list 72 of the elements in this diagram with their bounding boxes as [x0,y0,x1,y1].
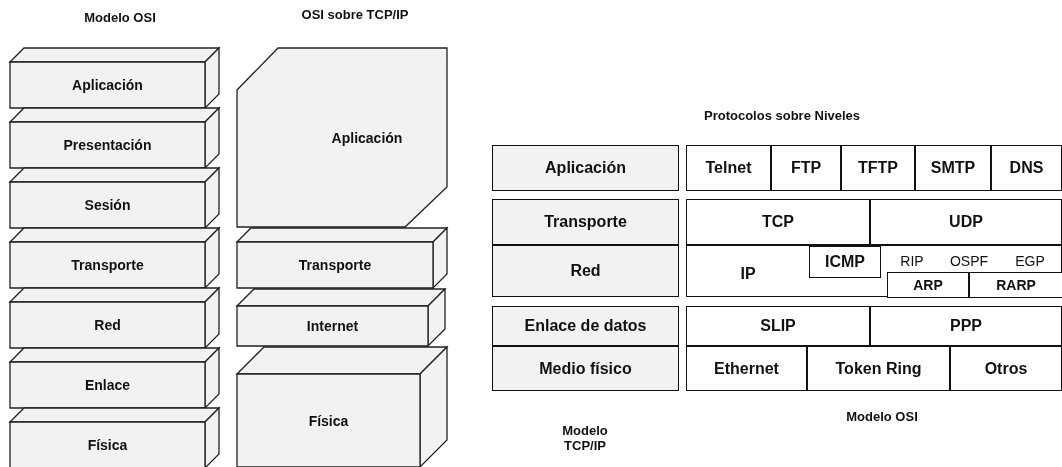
cell-text: Telnet [704,158,753,178]
table-cell [950,346,1062,391]
table-cell [915,145,991,191]
cell-text: TFTP [857,158,899,178]
layer-label: Física [307,411,350,431]
table-cell [492,306,679,346]
layer-label: Presentación [62,136,153,155]
cell-text: Enlace de datos [523,316,648,336]
heading-label: Modelo TCP/IP [561,423,609,453]
table-cell [969,272,1062,298]
layer-block [10,288,219,348]
cell-text: SMTP [929,158,977,178]
layer-block [10,228,219,288]
layer-label: Enlace [83,376,132,395]
cell-text: TCP [761,212,795,232]
cell-text: UDP [948,212,984,232]
cell-text: PPP [949,316,983,336]
table-cell [771,145,841,191]
table-cell [870,306,1062,346]
layer-label: Red [93,316,122,335]
table-cell [841,145,915,191]
table-cell [807,346,950,391]
layer-block [10,108,219,168]
heading-label: Modelo OSI [846,408,918,424]
table-cell [887,272,969,298]
cell-text: ICMP [824,252,866,272]
table-cell [686,306,870,346]
cell-text: Red [569,261,602,281]
layer-label: Sesión [83,196,132,215]
table-cell [492,145,679,191]
table-cell [686,245,1062,297]
cell-text: DNS [1008,158,1045,178]
table-cell [809,246,881,278]
cell-text: RARP [995,276,1037,295]
table-cell [870,199,1062,245]
layer-label: Aplicación [71,76,144,95]
heading-label: Protocolos sobre Niveles [703,107,861,123]
layer-block [10,408,219,467]
layer-block [237,289,445,346]
cell-text: Otros [983,358,1029,379]
layer-label: Transporte [70,256,145,275]
cell-text: ARP [912,276,944,295]
cell-text: Transporte [543,212,628,232]
layer-block [237,347,447,467]
cell-text: FTP [789,158,823,178]
heading-label: Modelo OSI [84,9,156,25]
layer-block [10,348,219,408]
layer-block [10,48,219,108]
cell-text: Aplicación [544,158,627,178]
table-cell [492,199,679,245]
cell-text: Token Ring [834,358,923,379]
cell-text: Ethernet [713,358,780,379]
cell-text: SLIP [759,316,797,336]
table-cell [492,245,679,297]
layer-label: Transporte [297,256,373,275]
layer-block [10,168,219,228]
table-cell [686,199,870,245]
cell-text: IP [739,264,757,284]
layer-block [237,48,447,227]
table-cell [686,346,807,391]
cell-text: Medio físico [538,358,633,379]
protocol-label: EGP [1015,253,1045,269]
table-cell [492,346,679,391]
protocol-label: OSPF [949,253,989,269]
heading-label: OSI sobre TCP/IP [301,6,409,22]
table-cell [686,145,771,191]
table-cell [991,145,1062,191]
layer-block [237,228,447,288]
layer-label: Internet [305,317,360,336]
layer-label: Física [86,436,129,455]
protocol-label: RIP [900,253,924,269]
layer-label: Aplicación [330,129,404,148]
